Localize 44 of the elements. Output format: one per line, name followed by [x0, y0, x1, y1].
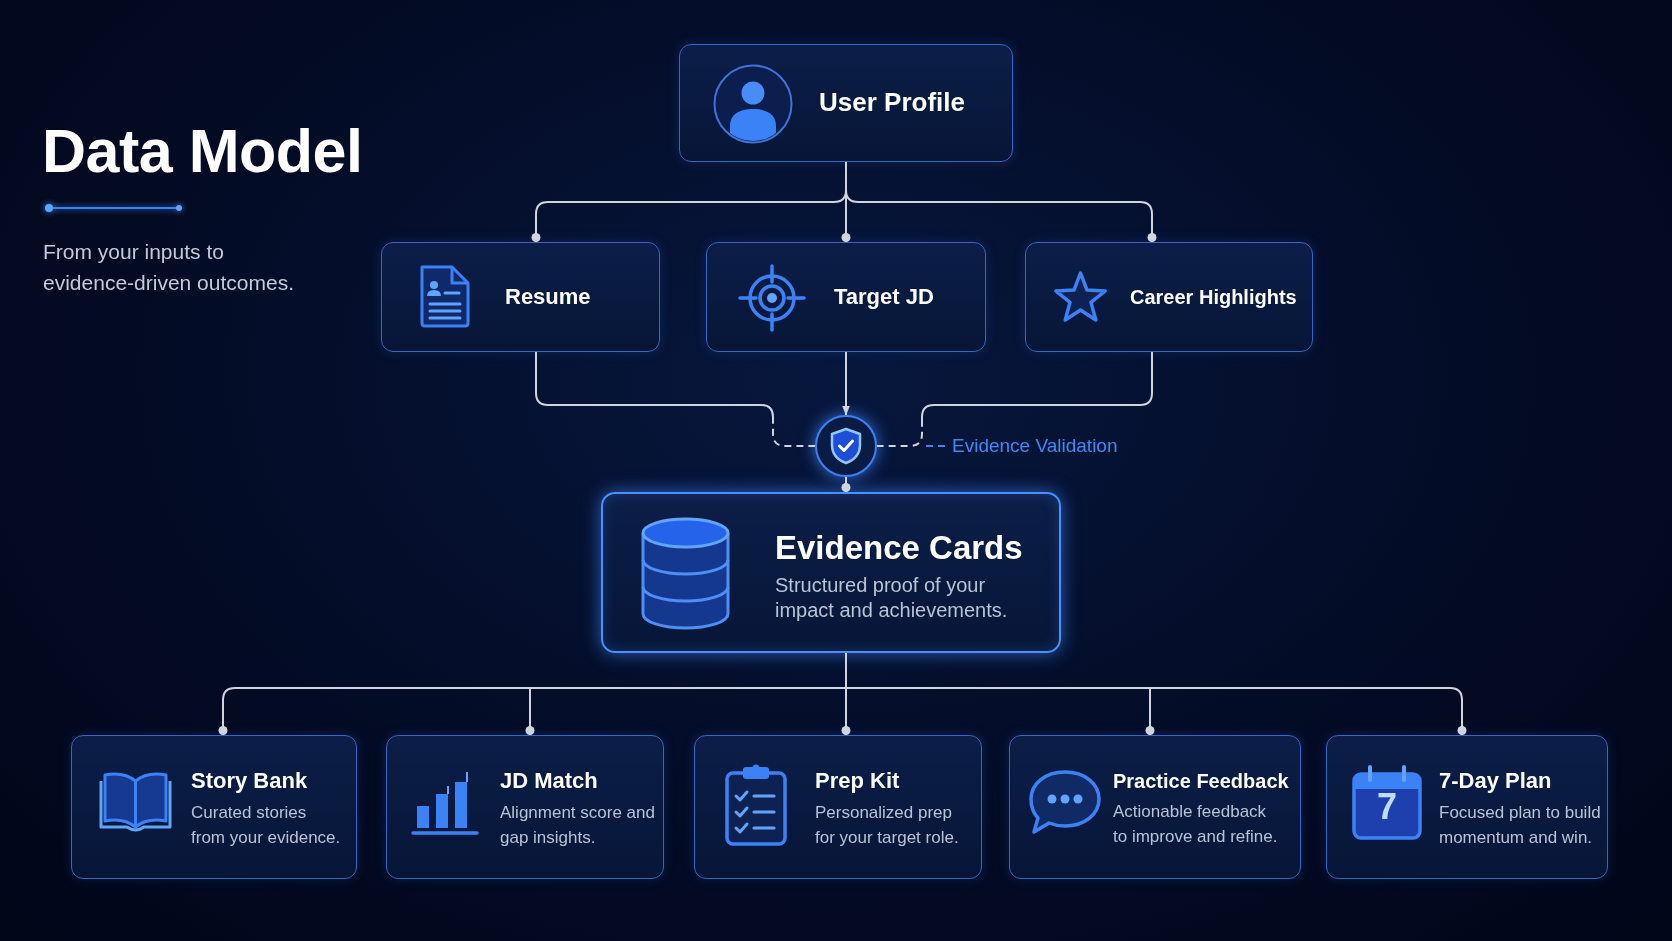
node-card — [71, 735, 357, 879]
calendar-date-number: 7 — [1377, 790, 1397, 824]
node-title: Resume — [505, 283, 591, 311]
circle-node — [815, 415, 877, 477]
validation-caption: Evidence Validation — [952, 435, 1118, 457]
connector — [535, 351, 816, 447]
connector — [845, 687, 1151, 689]
node-card — [386, 735, 664, 879]
connector — [1149, 687, 1467, 736]
node-title: Story Bank — [191, 767, 308, 795]
node-title: JD Match — [500, 767, 598, 795]
node-card — [679, 44, 1013, 162]
node-description: Structured proof of your impact and achievements. — [775, 573, 1009, 624]
node-card — [1025, 242, 1313, 352]
node-description: Personalized prep for your target role. — [815, 802, 960, 850]
node-card — [381, 242, 660, 352]
node-card — [1326, 735, 1608, 879]
highlighted-card — [601, 492, 1061, 653]
node-description: Curated stories from your evidence. — [191, 802, 342, 850]
node-card — [694, 735, 982, 879]
node-card — [1009, 735, 1301, 879]
node-card — [706, 242, 986, 352]
connector — [529, 687, 847, 689]
node-title: Target JD — [834, 283, 934, 311]
connector — [1145, 687, 1155, 736]
node-description: Alignment score and gap insights. — [500, 802, 656, 850]
node-title: User Profile — [819, 87, 965, 119]
node-title: Evidence Cards — [775, 527, 1023, 568]
node-title: 7-Day Plan — [1439, 767, 1552, 795]
node-title: Prep Kit — [815, 767, 900, 795]
connector — [218, 687, 531, 736]
connector — [525, 687, 535, 736]
connector — [876, 351, 1153, 447]
connector — [841, 687, 851, 736]
connector — [845, 652, 847, 689]
node-title: Career Highlights — [1130, 285, 1297, 309]
node-description: Focused plan to build momentum and win. — [1439, 802, 1602, 850]
node-title: Practice Feedback — [1113, 769, 1289, 793]
diagram-title: Data Model — [42, 121, 363, 182]
connector — [845, 161, 1157, 243]
connector — [842, 351, 850, 416]
connector — [841, 476, 851, 493]
subtitle: From your inputs to evidence-driven outcomes. — [43, 239, 295, 296]
node-description: Actionable feedback to improve and refine. — [1113, 801, 1279, 848]
